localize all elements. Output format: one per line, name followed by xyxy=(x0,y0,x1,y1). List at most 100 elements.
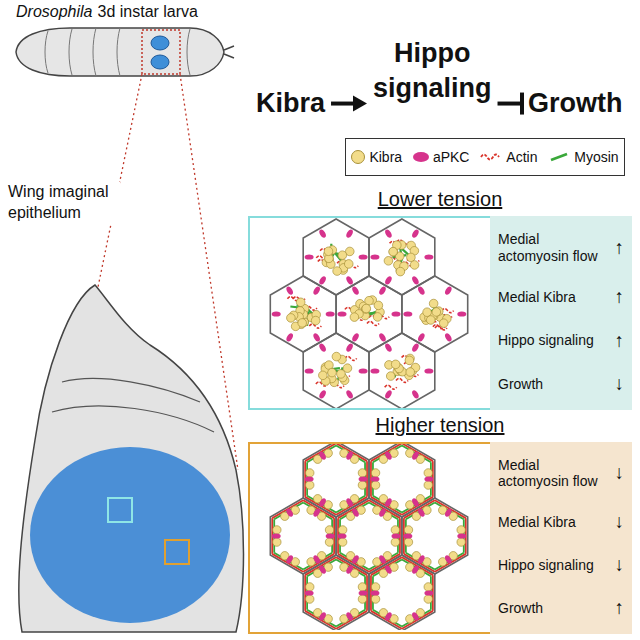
apkc xyxy=(318,389,327,399)
readout-row: Medial Kibra ↓ xyxy=(498,511,624,533)
apkc xyxy=(370,368,379,373)
legend-item: Myosin xyxy=(548,149,618,165)
myosin-line xyxy=(551,154,567,160)
kibra xyxy=(424,583,432,591)
cell-group xyxy=(250,442,490,630)
tension-panel: Higher tensionMedial actomyosin flow↓Med… xyxy=(248,412,632,634)
apkc xyxy=(351,332,360,342)
apkc xyxy=(338,533,347,538)
inhibition-bar xyxy=(520,93,524,115)
kibra xyxy=(306,595,314,603)
apkc xyxy=(312,332,321,342)
apkc xyxy=(391,311,400,316)
readout-arrow: ↓ xyxy=(615,511,625,533)
legend-item: Kibra xyxy=(351,149,402,165)
apkc xyxy=(318,275,327,285)
legend-text: Kibra xyxy=(369,149,402,165)
apkc xyxy=(457,311,466,316)
kibra xyxy=(328,368,337,377)
zoom-box xyxy=(142,30,180,74)
apkc xyxy=(285,554,294,564)
higher-tension-region xyxy=(165,540,189,564)
kibra xyxy=(338,538,346,546)
apkc xyxy=(351,554,360,564)
apkc xyxy=(403,533,412,538)
apkc xyxy=(345,275,354,285)
apkc xyxy=(417,507,426,517)
apkc xyxy=(285,285,294,295)
cell-outline xyxy=(369,333,435,408)
actin-line xyxy=(481,155,499,160)
kibra xyxy=(298,319,307,328)
cells-higher-tension xyxy=(250,441,490,631)
apkc xyxy=(318,611,327,621)
apkc xyxy=(457,533,466,538)
apkc-swatch xyxy=(413,152,429,162)
kibra xyxy=(296,298,305,307)
apkc xyxy=(345,497,354,507)
apkc xyxy=(391,533,400,538)
kibra xyxy=(306,481,314,489)
readout-label: Growth xyxy=(498,376,543,393)
readout-label: Medial actomyosin flow xyxy=(498,457,598,491)
kibra xyxy=(426,316,435,325)
apkc xyxy=(318,342,327,352)
actin xyxy=(442,309,454,313)
apkc xyxy=(411,342,420,352)
actin-sample xyxy=(480,151,502,163)
apkc xyxy=(312,285,321,295)
kibra xyxy=(373,313,382,322)
apkc xyxy=(345,342,354,352)
legend-text: aPKC xyxy=(433,149,470,165)
apkc xyxy=(384,450,393,460)
kibra xyxy=(365,296,374,305)
wing-disc xyxy=(19,285,244,632)
edge-connector xyxy=(498,93,522,115)
cell-ground xyxy=(250,218,490,408)
flow-term: Growth xyxy=(528,86,623,121)
kibra xyxy=(358,595,366,603)
apkc xyxy=(272,533,281,538)
apkc xyxy=(318,497,327,507)
kibra xyxy=(404,538,412,546)
apkc xyxy=(359,254,368,259)
apkc xyxy=(384,564,393,574)
kibra xyxy=(350,313,359,322)
actin xyxy=(367,321,379,325)
kibra xyxy=(371,583,379,591)
zoom-line xyxy=(98,74,142,287)
kibra xyxy=(358,583,366,591)
apkc xyxy=(359,590,368,595)
apkc xyxy=(312,554,321,564)
kibra xyxy=(319,371,328,380)
larva-segments xyxy=(45,28,190,76)
kibra xyxy=(424,481,432,489)
readout-label: Medial actomyosin flow xyxy=(498,231,598,265)
apkc xyxy=(351,285,360,295)
apkc xyxy=(326,533,335,538)
kibra xyxy=(396,267,405,276)
apkc xyxy=(338,311,347,316)
apkc xyxy=(312,507,321,517)
kibra xyxy=(432,308,441,317)
cell-outline xyxy=(270,276,336,352)
cell-outline xyxy=(303,555,369,630)
kibra xyxy=(306,583,314,591)
readout-arrow: ↓ xyxy=(615,373,625,395)
kibra xyxy=(362,304,371,313)
flow-term: Hippo signaling xyxy=(373,36,492,106)
readout-label: Medial Kibra xyxy=(498,514,576,531)
larva-body xyxy=(16,28,224,76)
tissue-label: Wing imaginal epithelium xyxy=(8,182,120,224)
apkc xyxy=(326,311,335,316)
myosin-sample xyxy=(548,151,570,163)
edge-line xyxy=(498,102,522,106)
apkc xyxy=(285,332,294,342)
kibra xyxy=(371,469,379,477)
kibra xyxy=(371,481,379,489)
readout-panel: Medial actomyosin flow↑Medial Kibra↑Hipp… xyxy=(490,216,632,410)
cell-outline xyxy=(303,333,369,408)
legend-item: Actin xyxy=(480,149,537,165)
wing-disc-blob xyxy=(151,55,169,69)
readout-row: Growth ↓ xyxy=(498,373,624,395)
